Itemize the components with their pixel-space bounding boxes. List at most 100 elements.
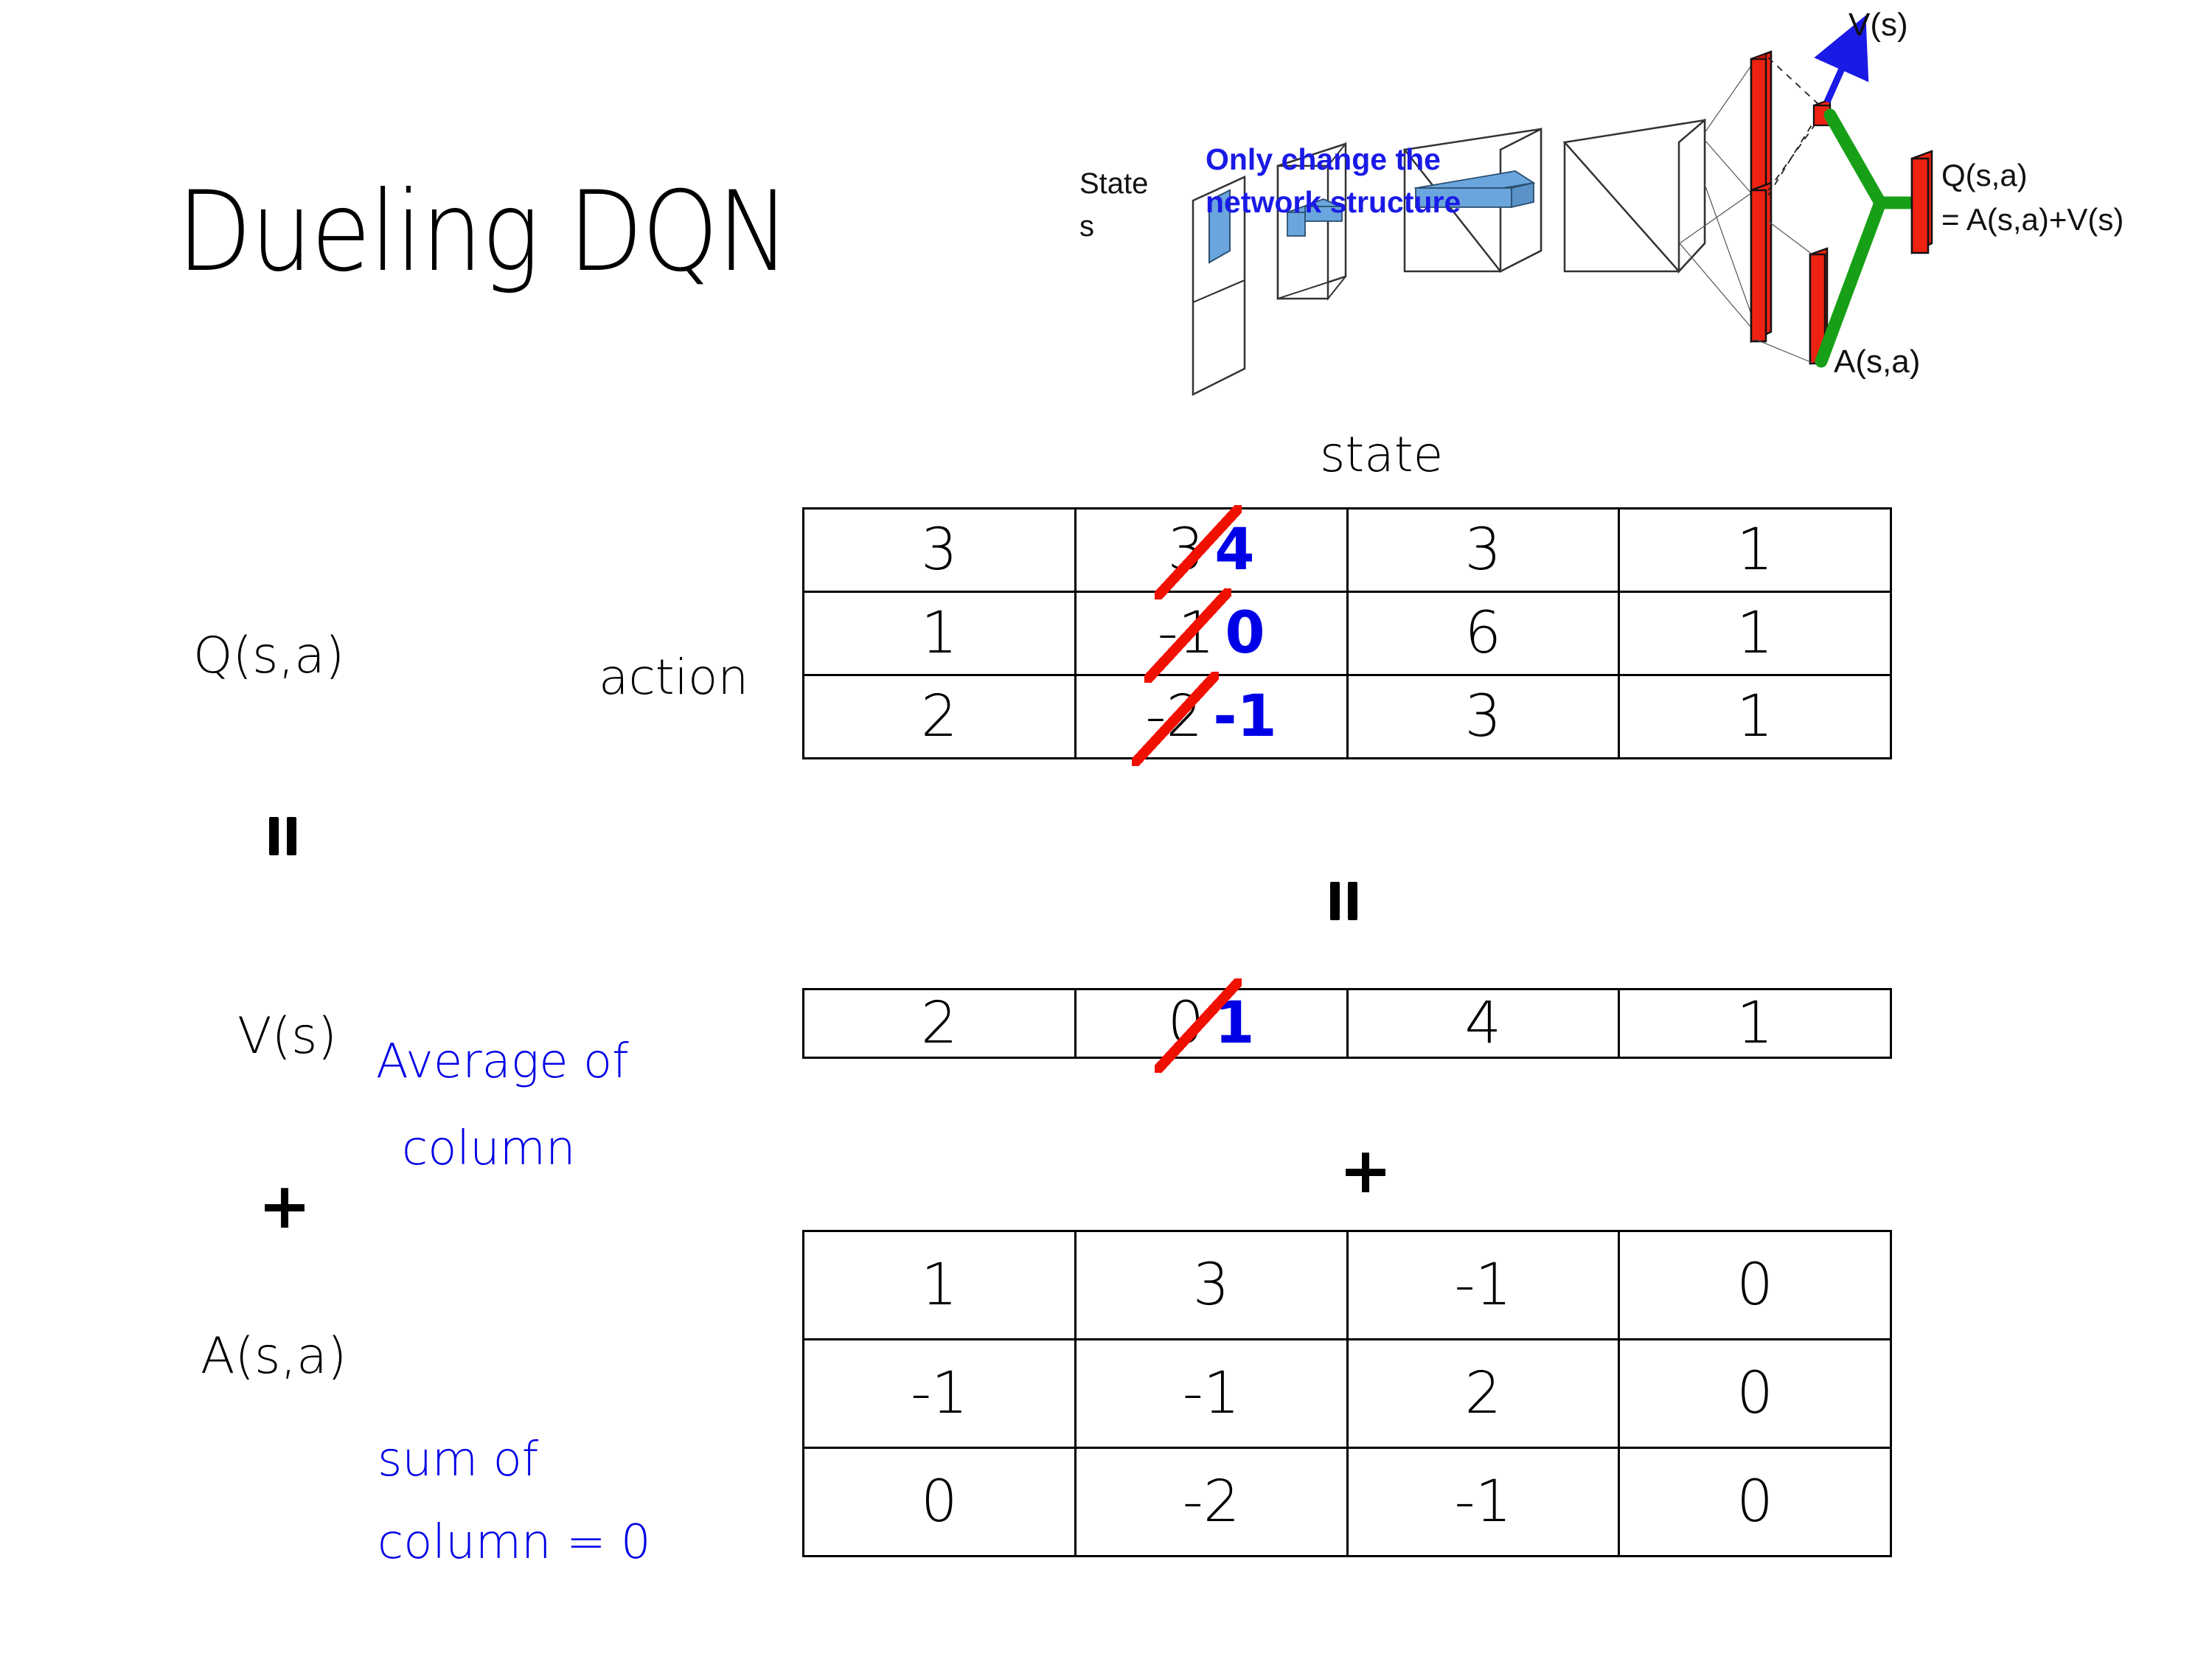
cell-content: 1 bbox=[1620, 990, 1890, 1057]
q-row-label: Q(s,a) bbox=[193, 627, 345, 685]
table-cell: 2 bbox=[802, 988, 1077, 1059]
cell-content: 0 bbox=[1620, 1340, 1890, 1447]
cell-value: 1 bbox=[1736, 517, 1773, 583]
corrected-value: -1 bbox=[1213, 684, 1277, 750]
a-note-line2: column = 0 bbox=[378, 1515, 651, 1570]
table-cell: 0 bbox=[1618, 1447, 1892, 1557]
plus-sign-left: + bbox=[258, 1169, 312, 1243]
cell-content: -1 bbox=[1349, 1232, 1618, 1338]
table-cell: 2 bbox=[1346, 1338, 1621, 1449]
table-cell: -1 bbox=[1346, 1447, 1621, 1557]
cell-value: 1 bbox=[921, 600, 958, 667]
cell-content: 3 bbox=[1349, 676, 1618, 757]
action-axis-label: action bbox=[599, 649, 749, 706]
diagram-state-label-line1: State bbox=[1079, 167, 1148, 200]
cell-value: 3 bbox=[1464, 684, 1502, 750]
v-note-line2: column bbox=[402, 1121, 576, 1176]
corrected-value: 1 bbox=[1214, 990, 1255, 1057]
table-cell: 1 bbox=[802, 1230, 1077, 1340]
cell-content: -1 bbox=[1349, 1449, 1618, 1555]
diagram-v-label: V(s) bbox=[1848, 7, 1908, 43]
table-cell: -2 bbox=[1074, 1447, 1349, 1557]
table-cell: 1 bbox=[802, 591, 1077, 676]
cell-value: -2 bbox=[1182, 1469, 1240, 1535]
table-cell: 3 bbox=[802, 507, 1077, 593]
diagram-note-line2: network structure bbox=[1206, 185, 1461, 219]
table-cell: 3 bbox=[1346, 674, 1621, 759]
cell-content: 0 bbox=[804, 1449, 1074, 1555]
fanout-lines bbox=[1679, 60, 1757, 333]
equals-sign-q-v bbox=[269, 817, 296, 855]
table-cell: -1 bbox=[1346, 1230, 1621, 1340]
cell-content: 0 bbox=[1620, 1449, 1890, 1555]
cell-value: 2 bbox=[921, 684, 958, 750]
cell-content: 1 bbox=[804, 1232, 1074, 1338]
cell-value: 6 bbox=[1464, 600, 1502, 667]
advantage-stream-bar bbox=[1750, 181, 1773, 343]
table-cell: 1 bbox=[1618, 507, 1892, 593]
conv-block-3 bbox=[1562, 118, 1706, 274]
q-output-bar bbox=[1910, 150, 1933, 254]
crossed-out-value: 0 bbox=[1154, 978, 1241, 1073]
cell-value: 1 bbox=[921, 1252, 958, 1318]
cell-value: 3 bbox=[1192, 1252, 1230, 1318]
table-row: 2 -2-1 3 1 bbox=[802, 672, 1892, 766]
value-stream-bar bbox=[1750, 50, 1773, 199]
cell-value: 2 bbox=[1464, 1360, 1502, 1427]
diagram-note-line1: Only change the bbox=[1206, 142, 1441, 176]
crossed-out-value: 3 bbox=[1154, 505, 1241, 599]
cell-value: 0 bbox=[1736, 1252, 1773, 1318]
cell-value: 1 bbox=[1736, 684, 1773, 750]
diagram-state-label-line2: s bbox=[1079, 210, 1094, 243]
cell-content: -2 bbox=[1077, 1449, 1346, 1555]
cell-value: 0 bbox=[1736, 1469, 1773, 1535]
table-cell: 3 bbox=[1074, 1230, 1349, 1340]
diagram-a-label: A(s,a) bbox=[1834, 344, 1920, 380]
crossed-out-value: -1 bbox=[1144, 588, 1231, 683]
cell-value: 3 bbox=[1464, 517, 1502, 583]
cell-content: -1 bbox=[1077, 1340, 1346, 1447]
cell-content: 6 bbox=[1349, 593, 1618, 674]
v-row-label: V(s) bbox=[237, 1007, 338, 1065]
value-dashed-links bbox=[1767, 57, 1820, 196]
diagram-q-label-line2: = A(s,a)+V(s) bbox=[1941, 202, 2124, 237]
conv-block-2 bbox=[1402, 127, 1543, 274]
table-row: 0 -2 -1 0 bbox=[802, 1447, 1892, 1557]
table-row: 1 3 -1 0 bbox=[802, 1230, 1892, 1340]
state-axis-label: state bbox=[1320, 426, 1444, 483]
a-row-label: A(s,a) bbox=[201, 1327, 347, 1385]
table-cell: 6 bbox=[1346, 591, 1621, 676]
cell-value: 0 bbox=[1736, 1360, 1773, 1427]
input-state-plane bbox=[1192, 175, 1246, 397]
cell-value: 2 bbox=[921, 990, 958, 1057]
edited-cell: -2-1 bbox=[1132, 672, 1277, 766]
cell-content: 1 bbox=[804, 593, 1074, 674]
cell-content: 1 bbox=[1620, 593, 1890, 674]
cell-content: 2 bbox=[804, 676, 1074, 757]
cell-content: 0 bbox=[1620, 1232, 1890, 1338]
cell-content: 1 bbox=[1620, 509, 1890, 591]
table-cell: 1 bbox=[1618, 591, 1892, 676]
crossed-out-value: -2 bbox=[1132, 672, 1220, 766]
conv-block-1 bbox=[1276, 142, 1347, 301]
v-note-line1: Average of bbox=[376, 1034, 629, 1089]
table-cell: 0 bbox=[1618, 1338, 1892, 1449]
table-cell: 1 bbox=[1618, 674, 1892, 759]
